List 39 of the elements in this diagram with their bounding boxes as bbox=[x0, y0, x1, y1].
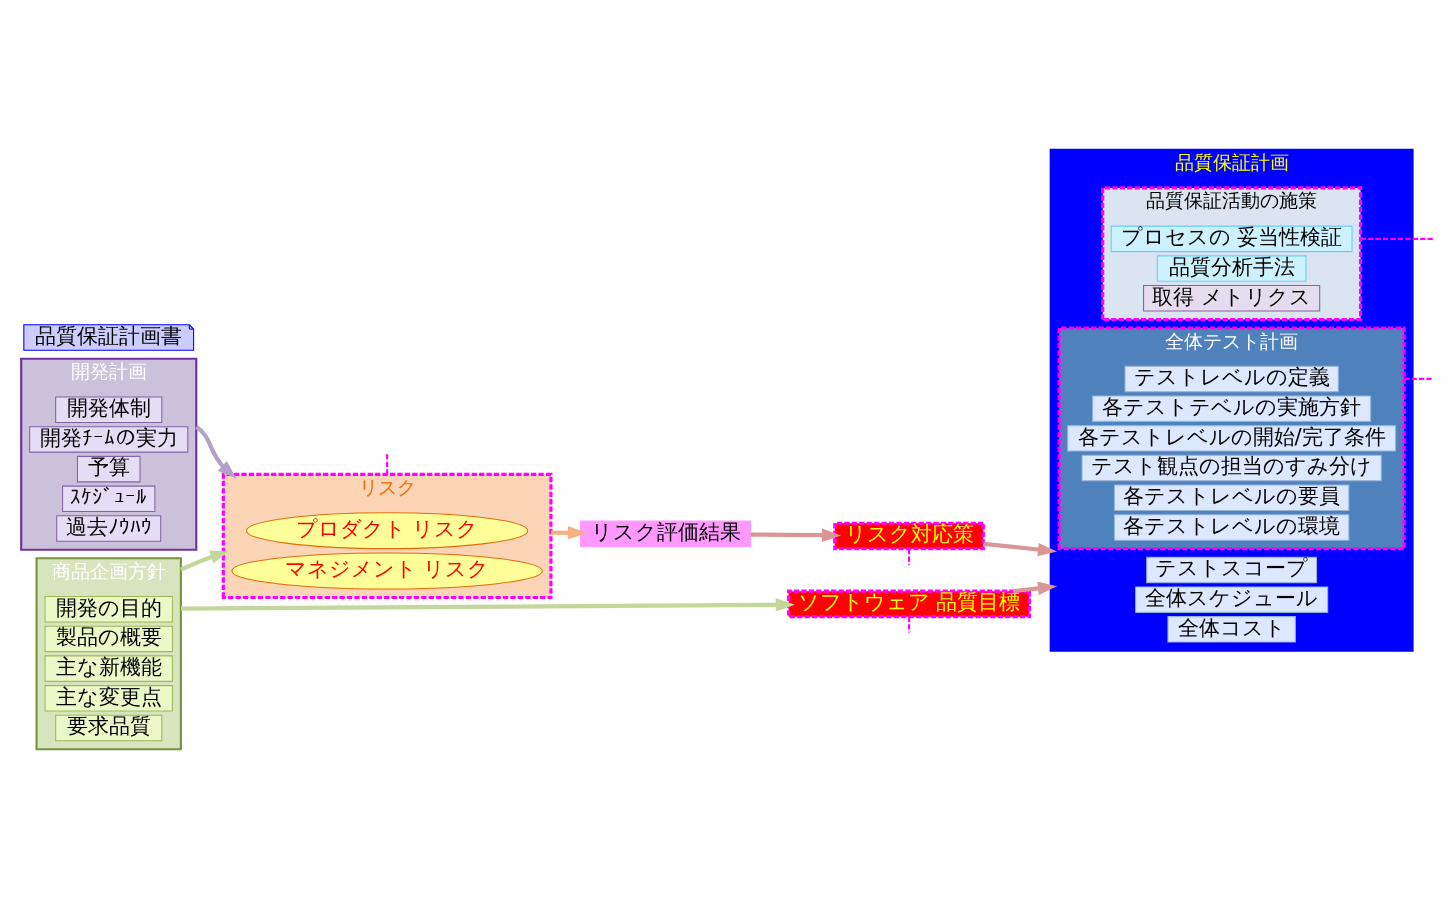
connector bbox=[908, 616, 911, 633]
node-box: 各テストレベルの開始/完了条件 bbox=[1067, 425, 1397, 452]
connector bbox=[908, 548, 911, 565]
node-box: 開発の目的 bbox=[44, 595, 173, 623]
node-box: 取得 メトリクス bbox=[1143, 285, 1321, 312]
node-ellipse: マネジメント リスク bbox=[231, 552, 543, 590]
node-box: 主な変更点 bbox=[44, 685, 173, 712]
arrow bbox=[983, 541, 1058, 557]
arrow bbox=[750, 528, 842, 542]
node-box: 製品の概要 bbox=[44, 625, 173, 653]
node-box: 開発体制 bbox=[55, 396, 163, 423]
node-box: 予算 bbox=[76, 455, 141, 483]
node-ellipse: プロダクト リスク bbox=[246, 512, 529, 550]
node-box: ｽｹｼﾞｭｰﾙ bbox=[62, 485, 156, 513]
node-box: ソフトウェア 品質目標 bbox=[787, 589, 1032, 619]
node-box: プロセスの 妥当性検証 bbox=[1110, 225, 1353, 253]
arrow bbox=[180, 550, 230, 572]
node-box: 全体コスト bbox=[1167, 616, 1296, 643]
node-box: 要求品質 bbox=[55, 714, 163, 742]
arrow bbox=[180, 598, 795, 612]
node-box: 各テストテベルの実施方針 bbox=[1092, 395, 1372, 422]
connector bbox=[1360, 237, 1434, 240]
node-box: テストスコープ bbox=[1146, 556, 1318, 584]
node-box: 品質分析手法 bbox=[1156, 255, 1307, 282]
node-box: 各テストレベルの要員 bbox=[1113, 484, 1350, 512]
node-box: 開発ﾁｰﾑの実力 bbox=[29, 426, 189, 453]
node-box: 全体スケジュール bbox=[1135, 586, 1329, 613]
node-box: 主な新機能 bbox=[44, 655, 173, 682]
node-box: 過去ﾉｳﾊｳ bbox=[56, 515, 162, 542]
arrow bbox=[194, 425, 237, 479]
connector bbox=[386, 454, 389, 475]
node-box: テストレベルの定義 bbox=[1124, 365, 1339, 393]
connector bbox=[1404, 377, 1434, 380]
arrow bbox=[550, 526, 588, 540]
node-box: 各テストレベルの環境 bbox=[1113, 514, 1350, 541]
node-box: テスト観点の担当のすみ分け bbox=[1081, 454, 1382, 482]
node-box: リスク対応策 bbox=[833, 521, 985, 551]
node-box: リスク評価結果 bbox=[580, 520, 751, 548]
arrow bbox=[1012, 581, 1058, 595]
